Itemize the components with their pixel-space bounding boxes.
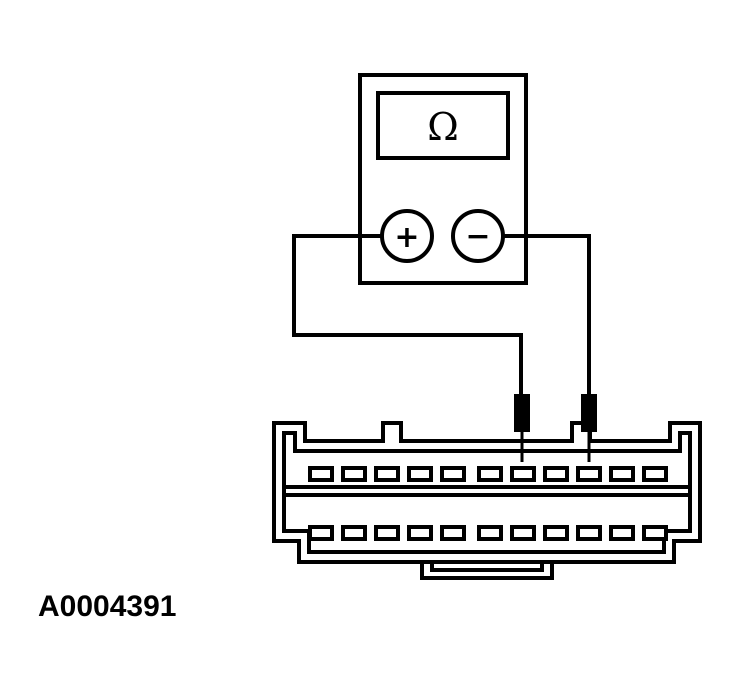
connector-pin [407, 466, 433, 482]
connector-pin [510, 525, 536, 541]
connector-pins [308, 466, 668, 541]
connector-pin [308, 525, 334, 541]
connector-pin [543, 525, 569, 541]
positive-terminal-label: + [394, 220, 419, 255]
connector-latch [420, 562, 554, 580]
connector-pin [477, 525, 503, 541]
connector-pin [341, 466, 367, 482]
test-leads [292, 234, 591, 395]
figure-id-label: A0004391 [38, 590, 177, 623]
connector-pin [642, 525, 668, 541]
connector-pin [341, 525, 367, 541]
multimeter: Ω + − [358, 73, 528, 285]
connector-pin [440, 525, 466, 541]
ohm-symbol: Ω [427, 105, 459, 149]
connector-pin [477, 466, 503, 482]
connector-pin [510, 466, 536, 482]
connector-pin [576, 466, 602, 482]
connector-pin [543, 466, 569, 482]
connector-outer-outline [272, 421, 702, 564]
connector-pin [407, 525, 433, 541]
negative-terminal-label: − [465, 219, 490, 254]
connector [272, 421, 702, 580]
connector-pin [609, 525, 635, 541]
connector-pin [308, 466, 334, 482]
connector-pin [374, 525, 400, 541]
multimeter-display [376, 91, 510, 160]
positive-probe-body [514, 394, 530, 432]
connector-pin [374, 466, 400, 482]
connector-pin [576, 525, 602, 541]
positive-lead-wire [292, 234, 523, 395]
connector-pin [642, 466, 668, 482]
connector-pin [609, 466, 635, 482]
connector-pin [440, 466, 466, 482]
connector-latch-inner [430, 562, 544, 572]
negative-lead-wire [503, 234, 591, 395]
